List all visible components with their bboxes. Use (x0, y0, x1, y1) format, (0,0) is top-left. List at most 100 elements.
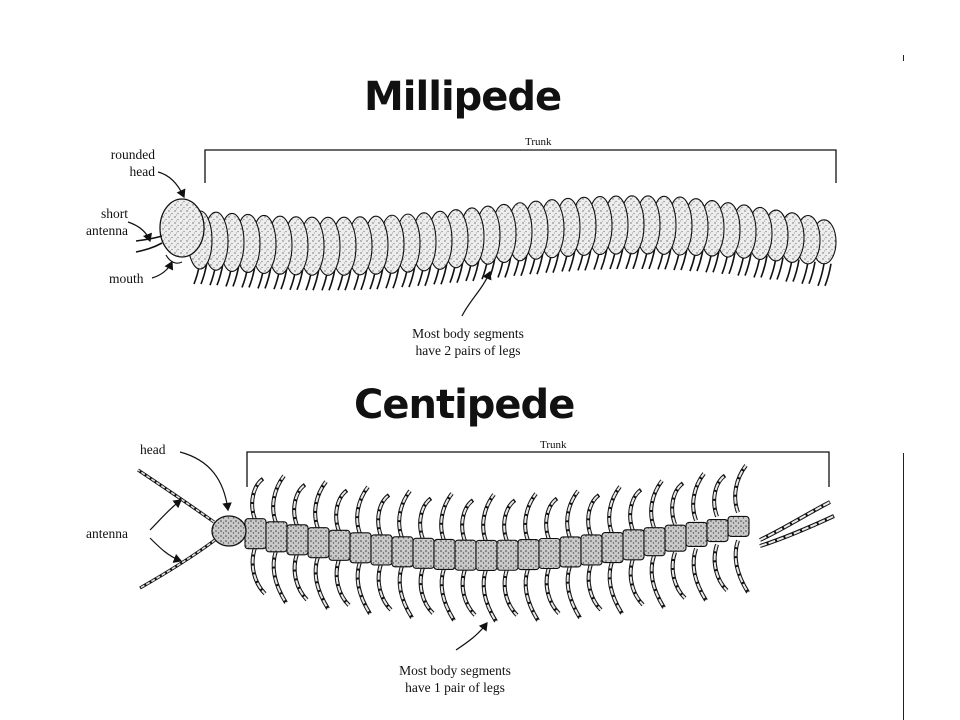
centipede-leg-lower-inner (713, 544, 728, 592)
edge-tick (903, 55, 904, 61)
centipede-leg-lower-inner (524, 568, 539, 622)
centipede-body (244, 515, 750, 571)
centipede-tail-lower-inner (759, 515, 835, 547)
centipede-legs (250, 464, 835, 623)
centipede-leg-upper-inner (545, 497, 558, 540)
centipede-leg-lower (649, 555, 666, 609)
centipede-leg-lower-inner (272, 550, 287, 604)
centipede-leg-upper-inner (671, 482, 684, 525)
centipede-leg-upper-inner (461, 499, 474, 542)
centipede-leg-upper-inner (251, 477, 264, 521)
millipede-head (159, 198, 205, 258)
centipede-segment (286, 524, 309, 556)
centipede-leg-upper-inner (713, 474, 726, 517)
centipede-segment (559, 536, 582, 568)
millipede-leg (817, 263, 825, 287)
centipede-segment (643, 527, 666, 557)
short-antenna-arrow (127, 221, 152, 243)
centipede-segment (517, 539, 540, 571)
centipede-leg-lower-inner (377, 563, 392, 611)
centipede-leg-lower-inner (503, 568, 518, 616)
centipede-leg-lower (355, 561, 372, 615)
centipede-leg-lower-inner (440, 568, 455, 621)
centipede-segment (496, 539, 519, 571)
centipede-leg-lower-inner (293, 553, 308, 601)
centipede-leg-lower (523, 567, 540, 622)
centipede-leg-lower (565, 565, 582, 620)
millipede-trunk-bracket (204, 149, 837, 183)
centipede-leg-upper-inner (335, 489, 348, 532)
centipede-leg-lower (607, 560, 624, 615)
centipede-leg-lower (271, 550, 288, 604)
centipede-leg-upper-inner (440, 492, 453, 541)
centipede-leg-upper-inner (650, 480, 663, 529)
centipede-leg-upper-inner (629, 488, 642, 532)
centipede-leg-lower (397, 565, 414, 619)
centipede-leg-lower-inner (692, 548, 707, 602)
millipede-leg (792, 259, 800, 282)
antenna-arrow-upper (149, 499, 182, 531)
centipede-leg-upper-inner (734, 464, 747, 513)
centipede-segment (370, 534, 393, 566)
millipede-leg (728, 251, 736, 275)
millipede-body (187, 195, 837, 276)
centipede-leg-lower-inner (251, 547, 266, 595)
centipede-leg-upper-inner (419, 497, 432, 540)
millipede-legs-line1: Most body segments (412, 326, 524, 341)
centipede-segment (433, 538, 456, 571)
centipede-segment (706, 518, 729, 543)
millipede-legs-arrow (461, 270, 492, 317)
centipede-legs-label: Most body segments have 1 pair of legs (375, 662, 535, 696)
head-label: head (140, 442, 166, 457)
centipede-leg-upper-inner (566, 490, 579, 539)
edge-line-right (903, 453, 904, 720)
centipede-leg-lower (439, 567, 456, 622)
centipede-leg-lower (481, 568, 498, 623)
centipede-leg-upper-inner (608, 485, 621, 534)
centipede-antenna-right-inner (139, 539, 216, 589)
centipede-leg-lower (691, 547, 708, 602)
centipede-segment (580, 534, 603, 566)
centipede-antenna-left-inner (137, 469, 215, 523)
centipede-leg-lower-inner (608, 561, 623, 615)
centipede-leg-lower-inner (335, 559, 350, 607)
antenna-arrow-lower (149, 537, 183, 563)
short-antenna-line1: short (101, 206, 128, 221)
centipede-legs-line1: Most body segments (399, 663, 511, 678)
millipede-title: Millipede (364, 74, 562, 120)
millipede-leg (785, 259, 793, 282)
centipede-leg-lower-inner (398, 565, 413, 619)
millipede-leg (824, 263, 832, 287)
centipede-segment (307, 527, 330, 559)
rounded-head-arrow (157, 171, 186, 199)
centipede-segment (328, 529, 351, 561)
centipede-leg-lower-inner (734, 540, 749, 593)
short-antenna-label: short antenna (86, 205, 128, 239)
centipede-leg-upper-inner (692, 472, 705, 521)
rounded-head-line2: head (129, 164, 155, 179)
centipede-leg-upper-inner (503, 499, 516, 542)
millipede-legs-line2: have 2 pairs of legs (415, 343, 521, 358)
centipede-segment (454, 539, 477, 571)
centipede-trunk-label: Trunk (540, 439, 567, 451)
centipede-title: Centipede (354, 382, 575, 428)
millipede-leg (744, 253, 752, 276)
centipede-leg-lower-inner (482, 569, 497, 622)
centipede-leg-lower-inner (566, 565, 581, 619)
short-antenna-line2: antenna (86, 223, 128, 238)
centipede-legs-arrow (455, 622, 488, 651)
millipede-leg (760, 255, 768, 278)
centipede-segment (391, 536, 414, 568)
centipede-leg-upper-inner (356, 486, 369, 535)
centipede-segment (412, 537, 435, 569)
centipede-segment (349, 532, 372, 564)
centipede-segment (475, 539, 498, 571)
centipede-segment (622, 529, 645, 561)
centipede-antennae (137, 468, 216, 590)
centipede-leg-upper-inner (377, 494, 390, 537)
centipede-segment (538, 537, 561, 570)
centipede-head (211, 515, 247, 547)
head-arrow (179, 451, 232, 512)
centipede-leg-lower (313, 556, 330, 610)
